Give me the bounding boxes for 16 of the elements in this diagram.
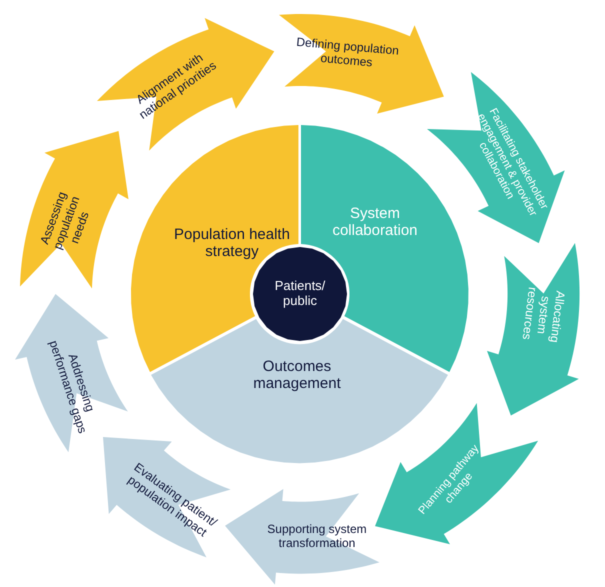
sector-label: Outcomes management	[252, 358, 342, 392]
arrow-segment	[487, 243, 580, 416]
arrow-segment	[224, 489, 380, 585]
arrow-segment	[102, 437, 230, 558]
arrow-segment	[97, 18, 274, 151]
arrow-segment	[278, 14, 444, 114]
pie-sector	[151, 318, 448, 463]
step-label: Allocating system resources	[519, 286, 569, 346]
arrow-segment	[20, 130, 129, 288]
arrow-segment	[15, 294, 128, 452]
arrow-segment	[375, 402, 538, 544]
center-label: Patients/ public	[274, 279, 326, 309]
sector-label: System collaboration	[331, 204, 419, 240]
sector-label: Population health strategy	[173, 226, 291, 260]
step-label: Supporting system transformation	[266, 524, 368, 552]
step-label: Defining population outcomes	[294, 35, 400, 72]
